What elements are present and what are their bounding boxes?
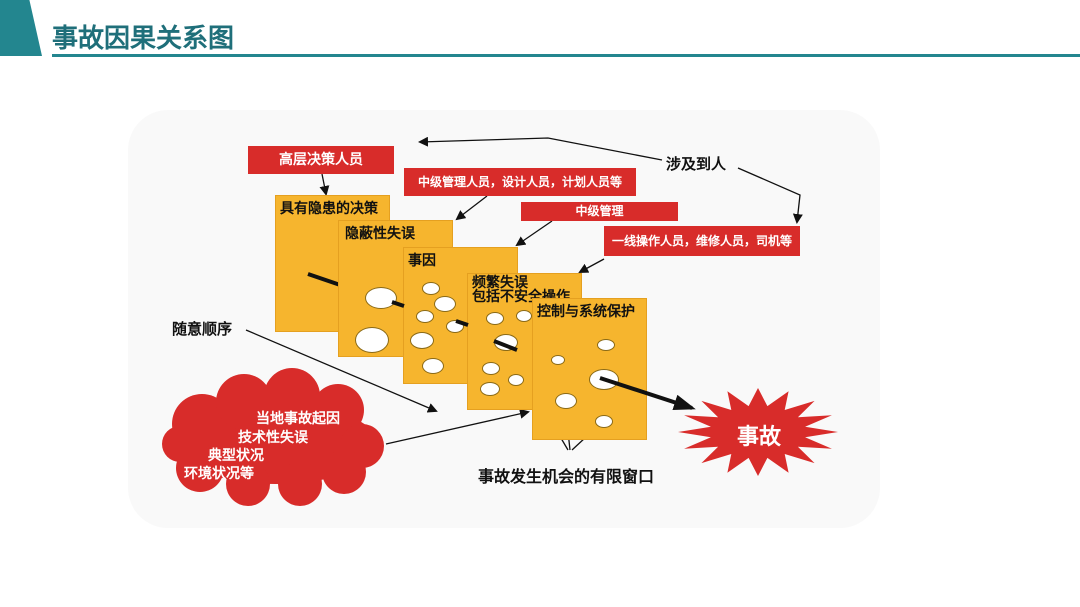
arrow-middle-to-slice3 — [515, 220, 553, 247]
hole — [551, 355, 565, 365]
limited-window-label: 事故发生机会的有限窗口 — [478, 467, 655, 486]
arrow-senior-to-slice1 — [319, 173, 330, 196]
front-line-box: 一线操作人员，维修人员，司机等 — [604, 226, 800, 256]
middle-management-box: 中级管理 — [521, 202, 678, 221]
arrow-involves-to-senior — [418, 136, 663, 161]
hole — [597, 339, 615, 351]
cloud-line-4: 环境状况等 — [184, 466, 254, 482]
slice-label: 控制与系统保护 — [537, 304, 635, 320]
page-title: 事故因果关系图 — [52, 24, 235, 54]
slice-label: 隐蔽性失误 — [345, 226, 415, 242]
arrow-cloud — [385, 408, 530, 445]
arrow-middle-staff-to-slice2 — [455, 195, 488, 221]
arrow-random-order — [245, 329, 438, 413]
cloud-line-1: 当地事故起因 — [256, 411, 340, 427]
slice-label-line1: 频繁失误 — [472, 275, 528, 291]
hole — [555, 393, 577, 409]
hole — [410, 332, 434, 349]
slice-label: 具有隐患的决策 — [280, 201, 378, 217]
hole — [480, 382, 500, 396]
hole — [516, 310, 532, 322]
hole — [508, 374, 524, 386]
cloud-line-3: 典型状况 — [208, 448, 264, 464]
hole — [422, 282, 440, 295]
hole — [486, 312, 504, 325]
cloud-line-2: 技术性失误 — [238, 430, 308, 446]
hole — [416, 310, 434, 323]
involves-people-label: 涉及到人 — [666, 155, 727, 173]
middle-staff-box: 中级管理人员，设计人员，计划人员等 — [404, 168, 636, 196]
header-divider — [52, 54, 1080, 57]
hole — [365, 287, 397, 309]
senior-decision-box: 高层决策人员 — [248, 146, 394, 174]
hole — [355, 327, 389, 353]
hole — [482, 362, 500, 375]
slice-label: 事因 — [408, 253, 436, 269]
hole — [595, 415, 613, 428]
hole — [434, 296, 456, 312]
arrow-front-to-slice4 — [578, 258, 605, 273]
random-order-label: 随意顺序 — [172, 320, 233, 338]
arrow-involves-to-front — [737, 167, 803, 224]
cheese-slice-5: 控制与系统保护 — [532, 298, 647, 440]
hole — [422, 358, 444, 374]
accident-label: 事故 — [737, 425, 782, 450]
